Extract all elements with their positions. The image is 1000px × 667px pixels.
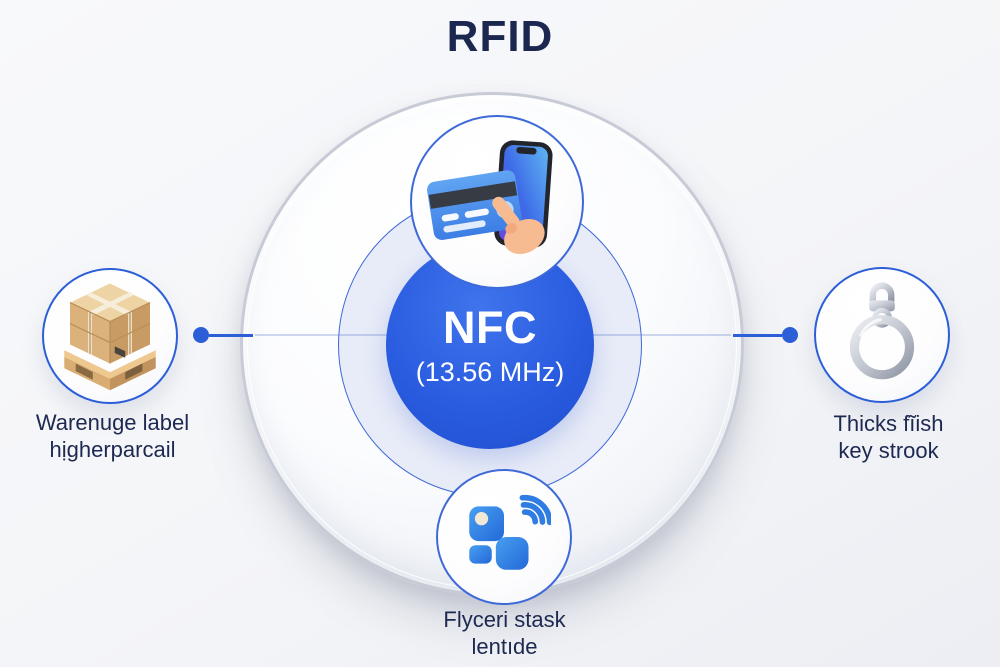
nfc-center-circle: NFC (13.56 MHz) bbox=[386, 241, 594, 449]
left-node-label: Warenuge label hịgherparcail bbox=[0, 409, 225, 463]
left-connector-dot bbox=[193, 327, 209, 343]
node-left-warehouse bbox=[42, 268, 178, 404]
bottom-node-label-line2: lentıde bbox=[471, 634, 538, 659]
right-node-label: Thicks fĩish key strook bbox=[776, 410, 1000, 464]
nfc-label: NFC bbox=[443, 302, 537, 353]
bottom-node-label: Flyceri stask lentıde bbox=[392, 606, 617, 660]
bottom-node-label-line1: Flyceri stask bbox=[443, 607, 566, 632]
pallet-boxes-icon bbox=[54, 274, 166, 399]
right-connector-line bbox=[733, 334, 782, 337]
node-right-keyfob bbox=[814, 267, 950, 403]
left-node-label-line2: hịgherparcail bbox=[49, 437, 176, 462]
node-bottom-nfc-tag bbox=[436, 469, 572, 605]
right-node-label-line1: Thicks fĩish bbox=[833, 411, 944, 436]
node-top-payment bbox=[410, 115, 584, 289]
nfc-tiles-wifi-icon bbox=[457, 488, 553, 587]
left-node-label-line1: Warenuge label bbox=[35, 410, 190, 435]
left-connector-line bbox=[209, 334, 253, 337]
right-connector-dot bbox=[782, 327, 798, 343]
phone-card-payment-icon bbox=[426, 129, 568, 276]
nfc-frequency-label: (13.56 MHz) bbox=[415, 357, 565, 387]
page-title: RFID bbox=[446, 12, 554, 61]
key-ring-icon bbox=[838, 281, 926, 389]
right-node-label-line2: key strook bbox=[838, 438, 939, 463]
